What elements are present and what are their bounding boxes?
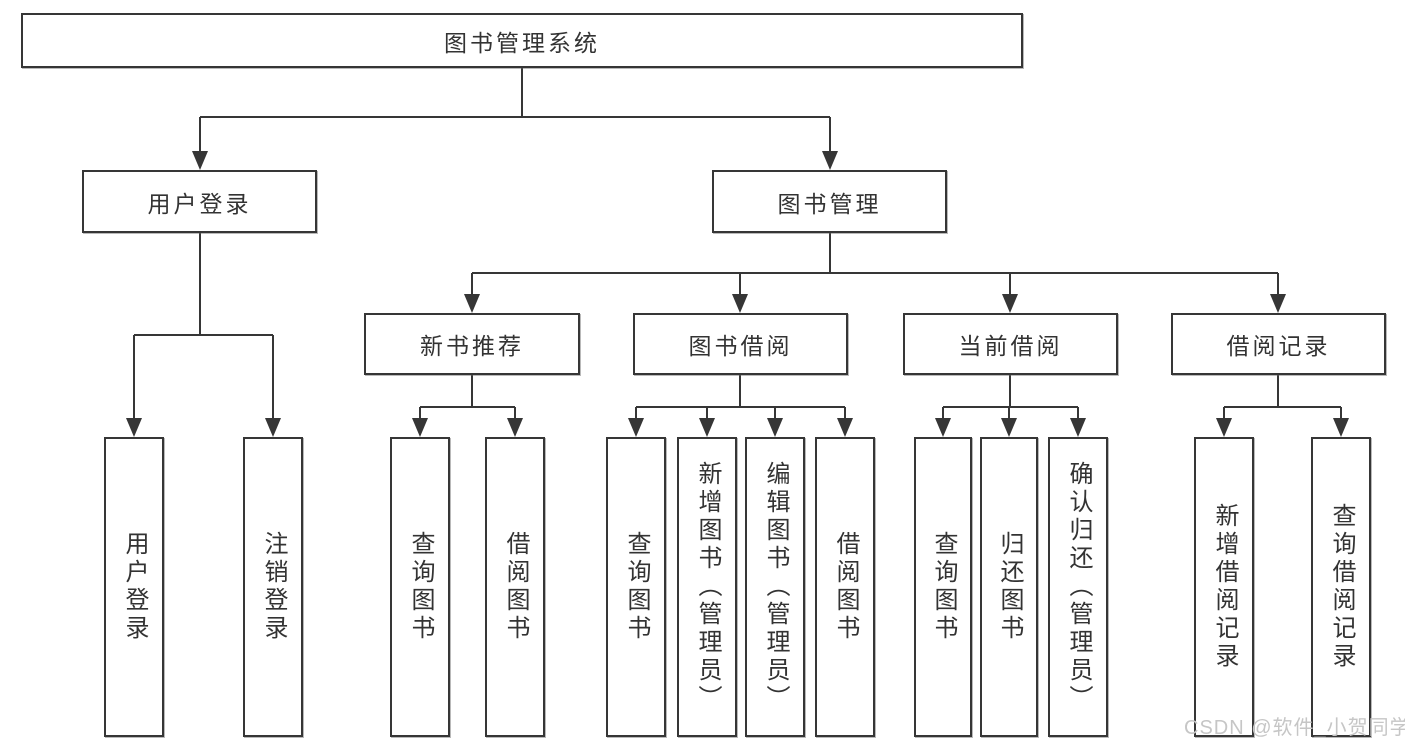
leaf-borrow-books: 借阅图书 [815,437,875,737]
leaf-logout: 注销登录 [243,437,303,737]
leaf-borrow-books-recommend: 借阅图书 [485,437,545,737]
node-new-book-recommend: 新书推荐 [364,313,580,375]
node-borrow-records-label: 借阅记录 [1226,333,1331,359]
node-current-borrow: 当前借阅 [903,313,1118,375]
leaf-add-borrow-record: 新增借阅记录 [1194,437,1254,737]
connector-root [199,68,831,152]
node-borrow-records: 借阅记录 [1171,313,1386,375]
connector-new-book-recommend [419,375,516,419]
leaf-borrow-books-label: 借阅图书 [832,531,859,643]
arrowheads [126,151,1349,437]
leaf-query-borrow-record-label: 查询借阅记录 [1328,503,1355,671]
leaf-return-books-label: 归还图书 [996,531,1023,643]
leaf-logout-label: 注销登录 [260,531,287,643]
leaf-query-borrow-record: 查询借阅记录 [1311,437,1371,737]
connector-user-login [133,233,274,419]
node-user-login-label: 用户登录 [147,190,252,217]
leaf-borrow-books-recommend-label: 借阅图书 [502,531,529,643]
node-book-management: 图书管理 [712,170,947,233]
leaf-user-login: 用户登录 [104,437,164,737]
leaf-add-books-admin: 新增图书（管理员） [677,437,737,737]
connector-current-borrow [942,375,1079,419]
leaf-query-books-recommend: 查询图书 [390,437,450,737]
leaf-query-books-current: 查询图书 [914,437,972,737]
node-current-borrow-label: 当前借阅 [958,333,1063,359]
leaf-user-login-label: 用户登录 [121,531,148,643]
connector-borrow-records [1223,375,1342,419]
node-book-management-label: 图书管理 [777,190,882,217]
leaf-return-books: 归还图书 [980,437,1038,737]
node-book-borrow-label: 图书借阅 [688,333,793,359]
leaf-query-books-borrow: 查询图书 [606,437,666,737]
leaf-query-books-recommend-label: 查询图书 [407,531,434,643]
node-user-login: 用户登录 [82,170,317,233]
node-book-borrow: 图书借阅 [633,313,848,375]
leaf-confirm-return-admin-label: 确认归还（管理员） [1065,461,1092,713]
leaf-edit-books-admin: 编辑图书（管理员） [745,437,805,737]
node-new-book-recommend-label: 新书推荐 [420,333,524,359]
connector-book-management [471,233,1279,295]
watermark-text: CSDN @软件_小贺同学 [1184,717,1405,739]
leaf-confirm-return-admin: 确认归还（管理员） [1048,437,1108,737]
leaf-edit-books-admin-label: 编辑图书（管理员） [762,461,789,713]
leaf-add-books-admin-label: 新增图书（管理员） [694,461,721,713]
node-root-label: 图书管理系统 [444,29,600,56]
leaf-query-books-borrow-label: 查询图书 [623,531,650,643]
leaf-add-borrow-record-label: 新增借阅记录 [1211,503,1238,671]
leaf-query-books-current-label: 查询图书 [930,531,957,643]
node-root-system: 图书管理系统 [21,13,1023,68]
connector-book-borrow [635,375,846,419]
